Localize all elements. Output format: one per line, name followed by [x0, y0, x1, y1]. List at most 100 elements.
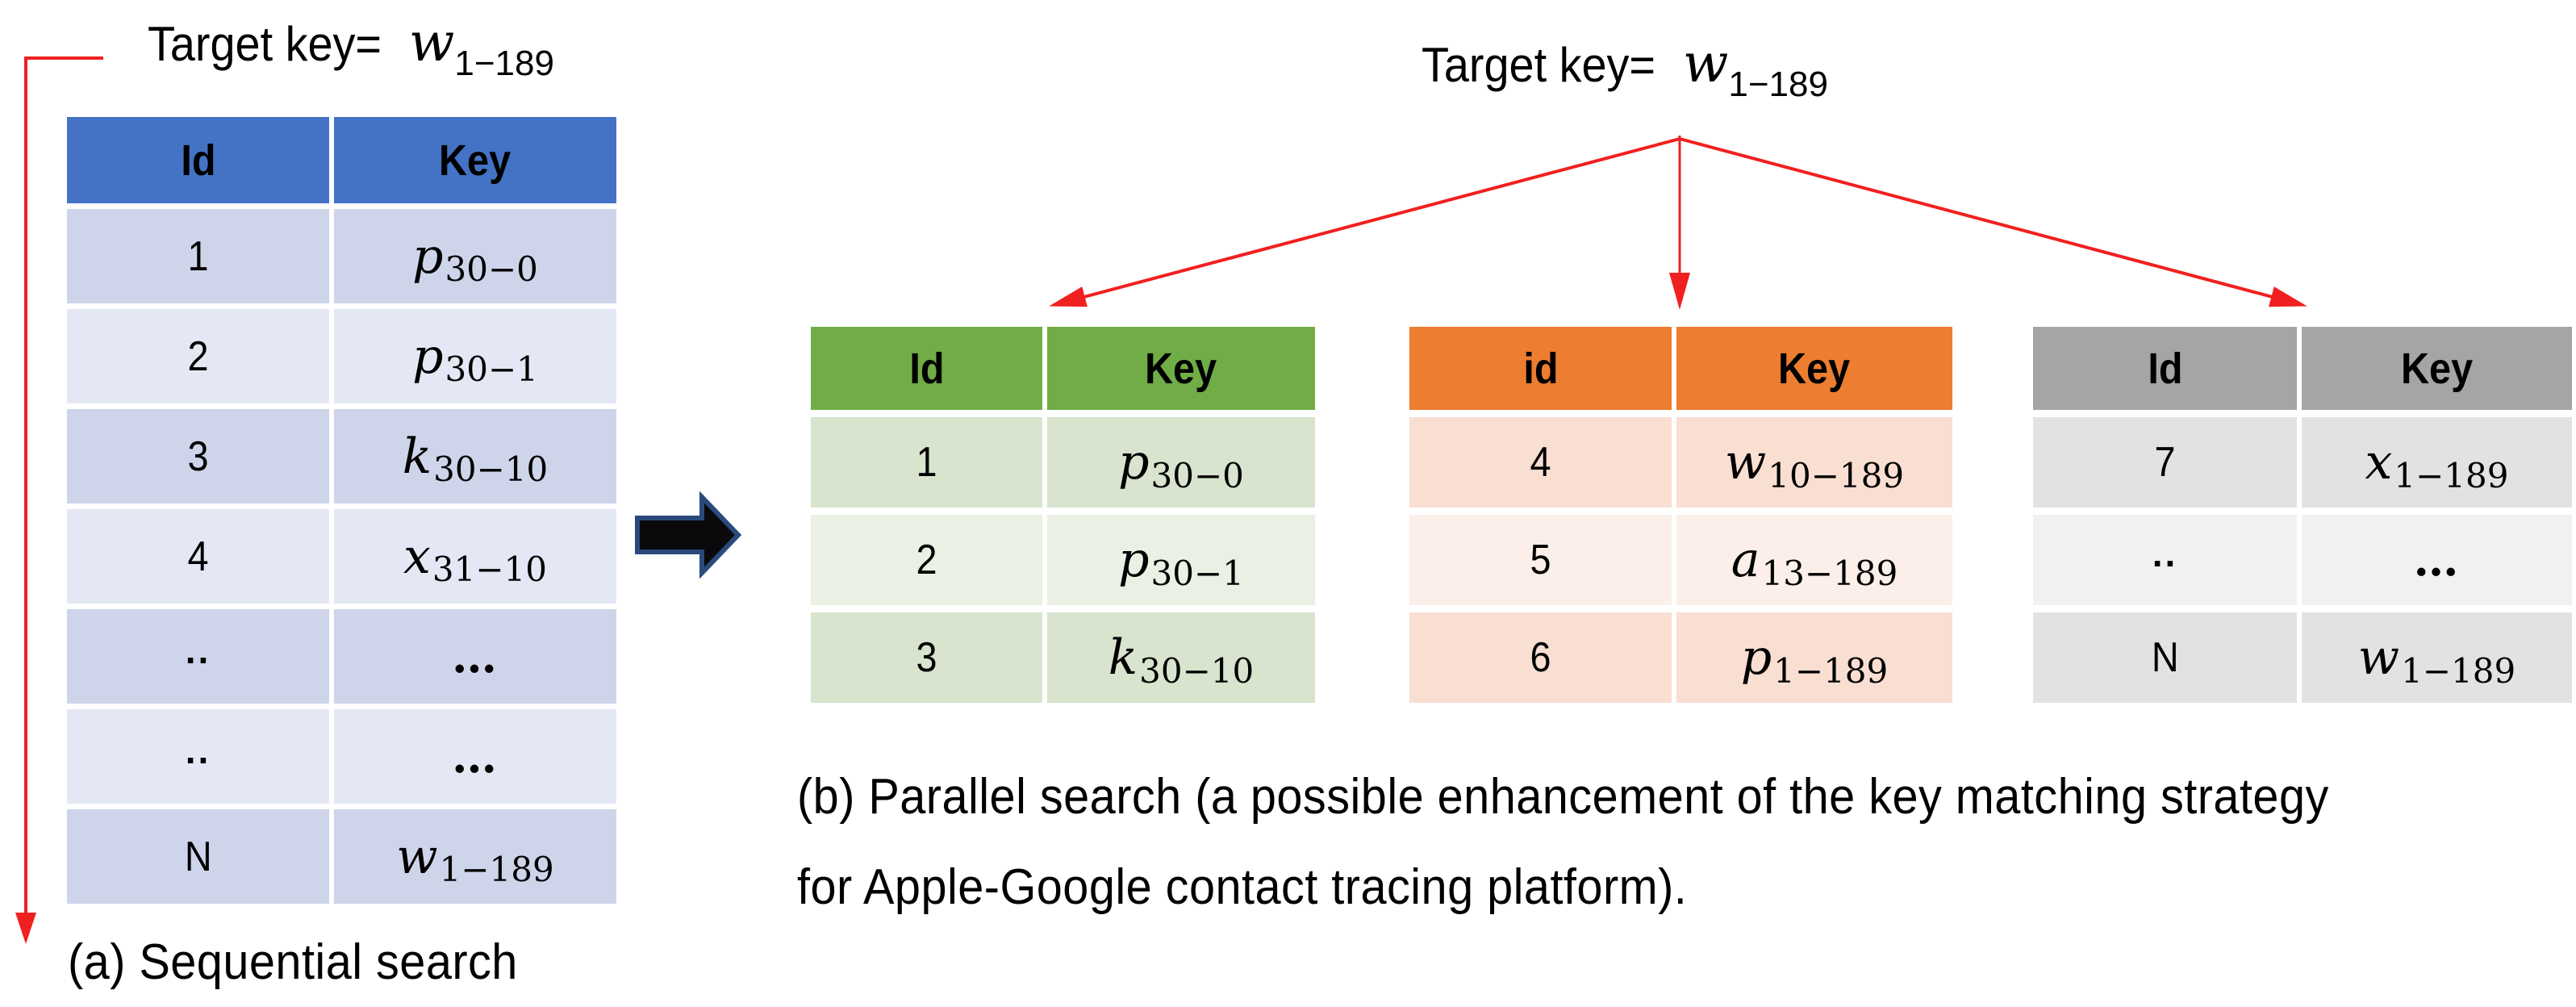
key-subscript: 30−1 [1150, 553, 1244, 593]
header-row: id Key [1409, 327, 1952, 410]
id-cell: 2 [67, 309, 329, 403]
key-subscript: 30−0 [445, 249, 538, 289]
key-base: p [1740, 629, 1772, 686]
key-cell: … [334, 609, 616, 704]
key-base: x [2365, 434, 2393, 491]
id-header-cell: Id [2033, 327, 2297, 410]
header-label: Id [908, 344, 945, 393]
key-base: w [1724, 434, 1767, 491]
key-subscript: 1−189 [2401, 650, 2516, 691]
id-value: N [2151, 634, 2179, 681]
table-row: .. … [2033, 515, 2572, 605]
caption-b-line1: (b) Parallel search (a possible enhancem… [797, 769, 2329, 825]
header-label: Key [1778, 344, 1851, 393]
id-cell: 3 [811, 612, 1042, 703]
target-key-symbol: w [408, 11, 455, 73]
id-value: 3 [916, 634, 937, 681]
id-cell: N [2033, 612, 2297, 703]
key-header-cell: Key [334, 117, 616, 203]
target-key-subscript: 1−189 [454, 44, 554, 83]
target-key-label-a: Target key= w1−189 [148, 11, 554, 83]
id-value: 6 [1530, 634, 1551, 681]
id-header-cell: Id [811, 327, 1042, 410]
key-subscript: 10−189 [1768, 455, 1905, 495]
target-key-text: Target key= [148, 17, 382, 71]
key-subscript: 30−0 [1150, 455, 1244, 495]
key-subscript: 31−10 [432, 549, 547, 589]
id-cell: 4 [67, 509, 329, 604]
key-base: w [396, 828, 438, 885]
id-value: 3 [187, 432, 209, 480]
key-subscript: 1−189 [2394, 455, 2509, 495]
key-base: … [2413, 533, 2461, 587]
target-key-symbol: w [1682, 32, 1729, 94]
key-subscript: 30−10 [1139, 650, 1255, 691]
table-row: .. … [67, 709, 616, 804]
key-base: … [452, 729, 499, 783]
target-key-subscript: 1−189 [1728, 65, 1828, 104]
header-label: id [1522, 344, 1559, 393]
id-value: 7 [2154, 439, 2176, 486]
key-base: k [1108, 629, 1138, 686]
table-row: .. … [67, 609, 616, 704]
key-base: p [412, 228, 444, 285]
key-base: x [403, 528, 431, 585]
red-elbow-arrow [15, 56, 103, 944]
target-key-label-b: Target key=w1−189 [1422, 32, 1828, 104]
id-cell: .. [67, 609, 329, 704]
red-fan-arrows [1049, 136, 2307, 310]
id-cell: 7 [2033, 417, 2297, 508]
key-subscript: 30−10 [433, 449, 549, 489]
id-value: 4 [1530, 439, 1551, 486]
header-label: Key [1145, 344, 1217, 393]
key-subscript: 13−189 [1761, 553, 1898, 593]
key-cell: … [2302, 515, 2572, 605]
black-transform-arrow-icon [635, 491, 742, 579]
id-header-cell: Id [67, 117, 329, 203]
key-base: k [402, 428, 432, 485]
key-base: w [2357, 629, 2400, 686]
key-base: … [452, 629, 499, 683]
id-cell: 6 [1409, 612, 1672, 703]
id-cell: 5 [1409, 515, 1672, 605]
header-label: Id [2147, 344, 2183, 393]
id-value: N [184, 833, 212, 880]
id-value: 4 [187, 533, 209, 580]
key-header-cell: Key [1676, 327, 1952, 410]
caption-b-line2: for Apple-Google contact tracing platfor… [797, 859, 1688, 915]
key-base: p [1118, 434, 1150, 491]
id-cell: 3 [67, 409, 329, 504]
key-header-cell: Key [1047, 327, 1315, 410]
id-cell: N [67, 809, 329, 904]
id-value: .. [2152, 533, 2178, 575]
key-subscript: 1−189 [439, 850, 554, 889]
id-value: .. [185, 629, 211, 671]
key-base: a [1731, 532, 1760, 588]
id-cell: .. [2033, 515, 2297, 605]
header-row: Id Key [811, 327, 1315, 410]
id-value: .. [185, 729, 211, 771]
id-value: 2 [916, 537, 937, 583]
